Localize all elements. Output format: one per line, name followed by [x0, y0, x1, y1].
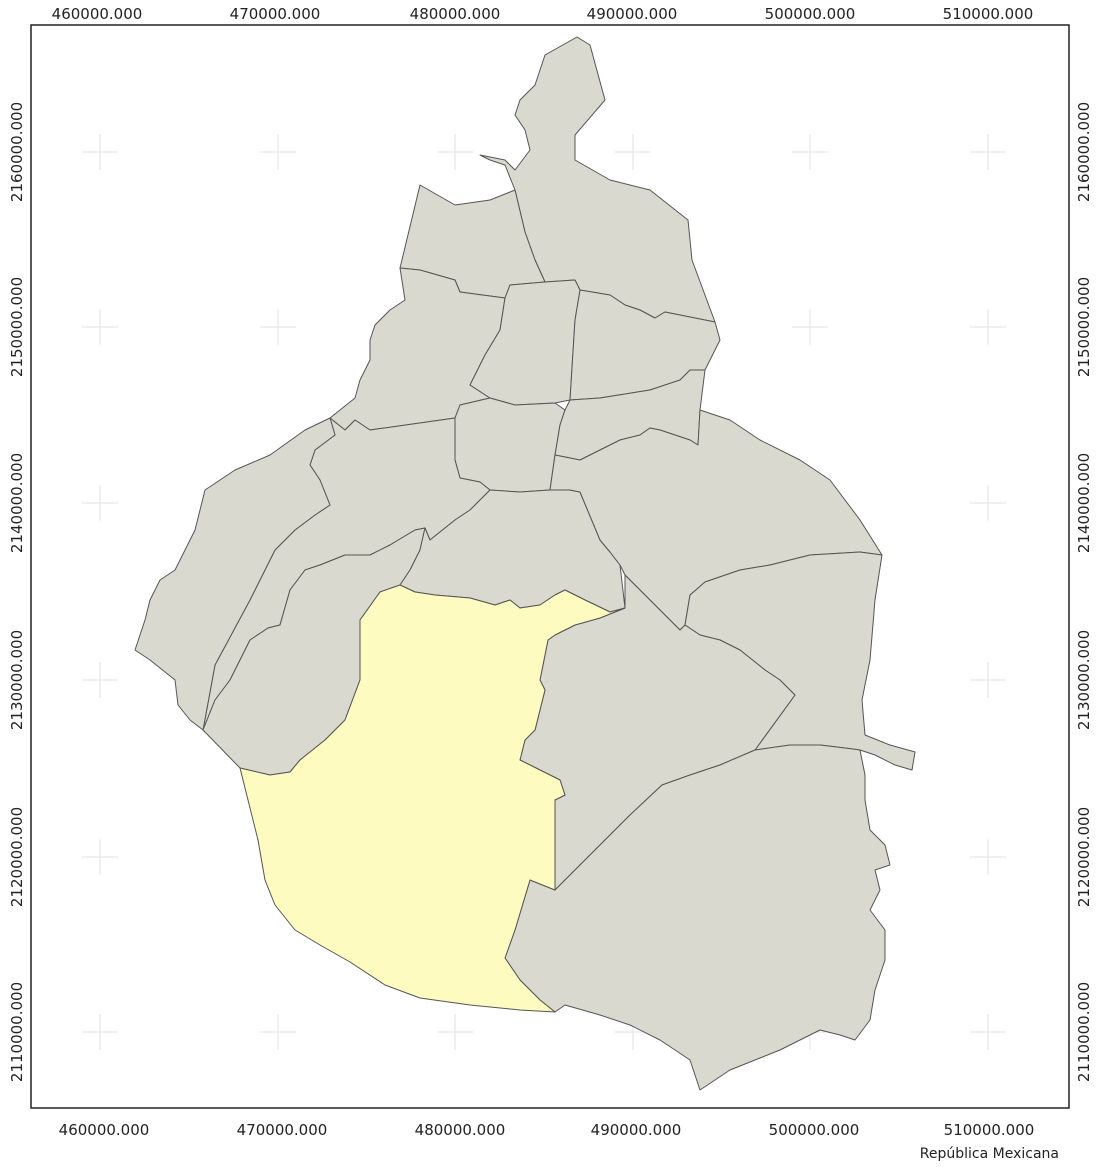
grid-cross — [82, 1014, 118, 1050]
x-tick-top-4: 490000.000 — [587, 5, 678, 23]
y-tick-right-1: 2160000.000 — [1075, 102, 1093, 202]
y-tick-left-4: 2130000.000 — [8, 630, 26, 730]
x-tick-top-3: 480000.000 — [410, 5, 501, 23]
x-tick-top-6: 510000.000 — [943, 5, 1034, 23]
grid-cross — [615, 134, 651, 170]
region-benito-juarez — [454, 397, 566, 493]
grid-cross — [970, 1014, 1006, 1050]
y-tick-right-3: 2140000.000 — [1075, 453, 1093, 553]
x-tick-bottom-2: 470000.000 — [237, 1121, 328, 1139]
y-tick-left-5: 2120000.000 — [8, 807, 26, 907]
grid-cross — [82, 662, 118, 698]
grid-cross — [970, 839, 1006, 875]
map-credit: República Mexicana — [920, 1146, 1059, 1162]
grid-cross — [970, 485, 1006, 521]
grid-cross — [437, 134, 473, 170]
y-tick-left-6: 2110000.000 — [8, 982, 26, 1082]
grid-cross — [82, 839, 118, 875]
region-milpa-alta — [504, 744, 891, 1091]
x-tick-bottom-4: 490000.000 — [591, 1121, 682, 1139]
y-tick-right-5: 2120000.000 — [1075, 807, 1093, 907]
grid-cross — [970, 662, 1006, 698]
y-tick-right-2: 2150000.000 — [1075, 277, 1093, 377]
x-tick-top-2: 470000.000 — [230, 5, 321, 23]
grid-cross — [260, 134, 296, 170]
x-tick-bottom-1: 460000.000 — [59, 1121, 150, 1139]
x-tick-bottom-5: 500000.000 — [769, 1121, 860, 1139]
grid-cross — [792, 134, 828, 170]
grid-cross — [82, 485, 118, 521]
x-tick-top-1: 460000.000 — [52, 5, 143, 23]
grid-cross — [260, 309, 296, 345]
grid-cross — [260, 1014, 296, 1050]
grid-cross — [82, 134, 118, 170]
grid-cross — [82, 309, 118, 345]
y-tick-right-4: 2130000.000 — [1075, 630, 1093, 730]
y-tick-right-6: 2110000.000 — [1075, 982, 1093, 1082]
x-tick-bottom-3: 480000.000 — [415, 1121, 506, 1139]
y-tick-left-2: 2150000.000 — [8, 277, 26, 377]
grid-cross — [437, 1014, 473, 1050]
y-tick-left-3: 2140000.000 — [8, 453, 26, 553]
grid-cross — [970, 309, 1006, 345]
grid-cross — [792, 309, 828, 345]
regions-layer — [134, 36, 916, 1091]
region-cuajimalpa — [134, 417, 336, 731]
x-tick-bottom-6: 510000.000 — [944, 1121, 1035, 1139]
region-tlalpan — [239, 584, 626, 1013]
x-tick-top-5: 500000.000 — [765, 5, 856, 23]
grid-cross — [970, 134, 1006, 170]
y-tick-left-1: 2160000.000 — [8, 102, 26, 202]
